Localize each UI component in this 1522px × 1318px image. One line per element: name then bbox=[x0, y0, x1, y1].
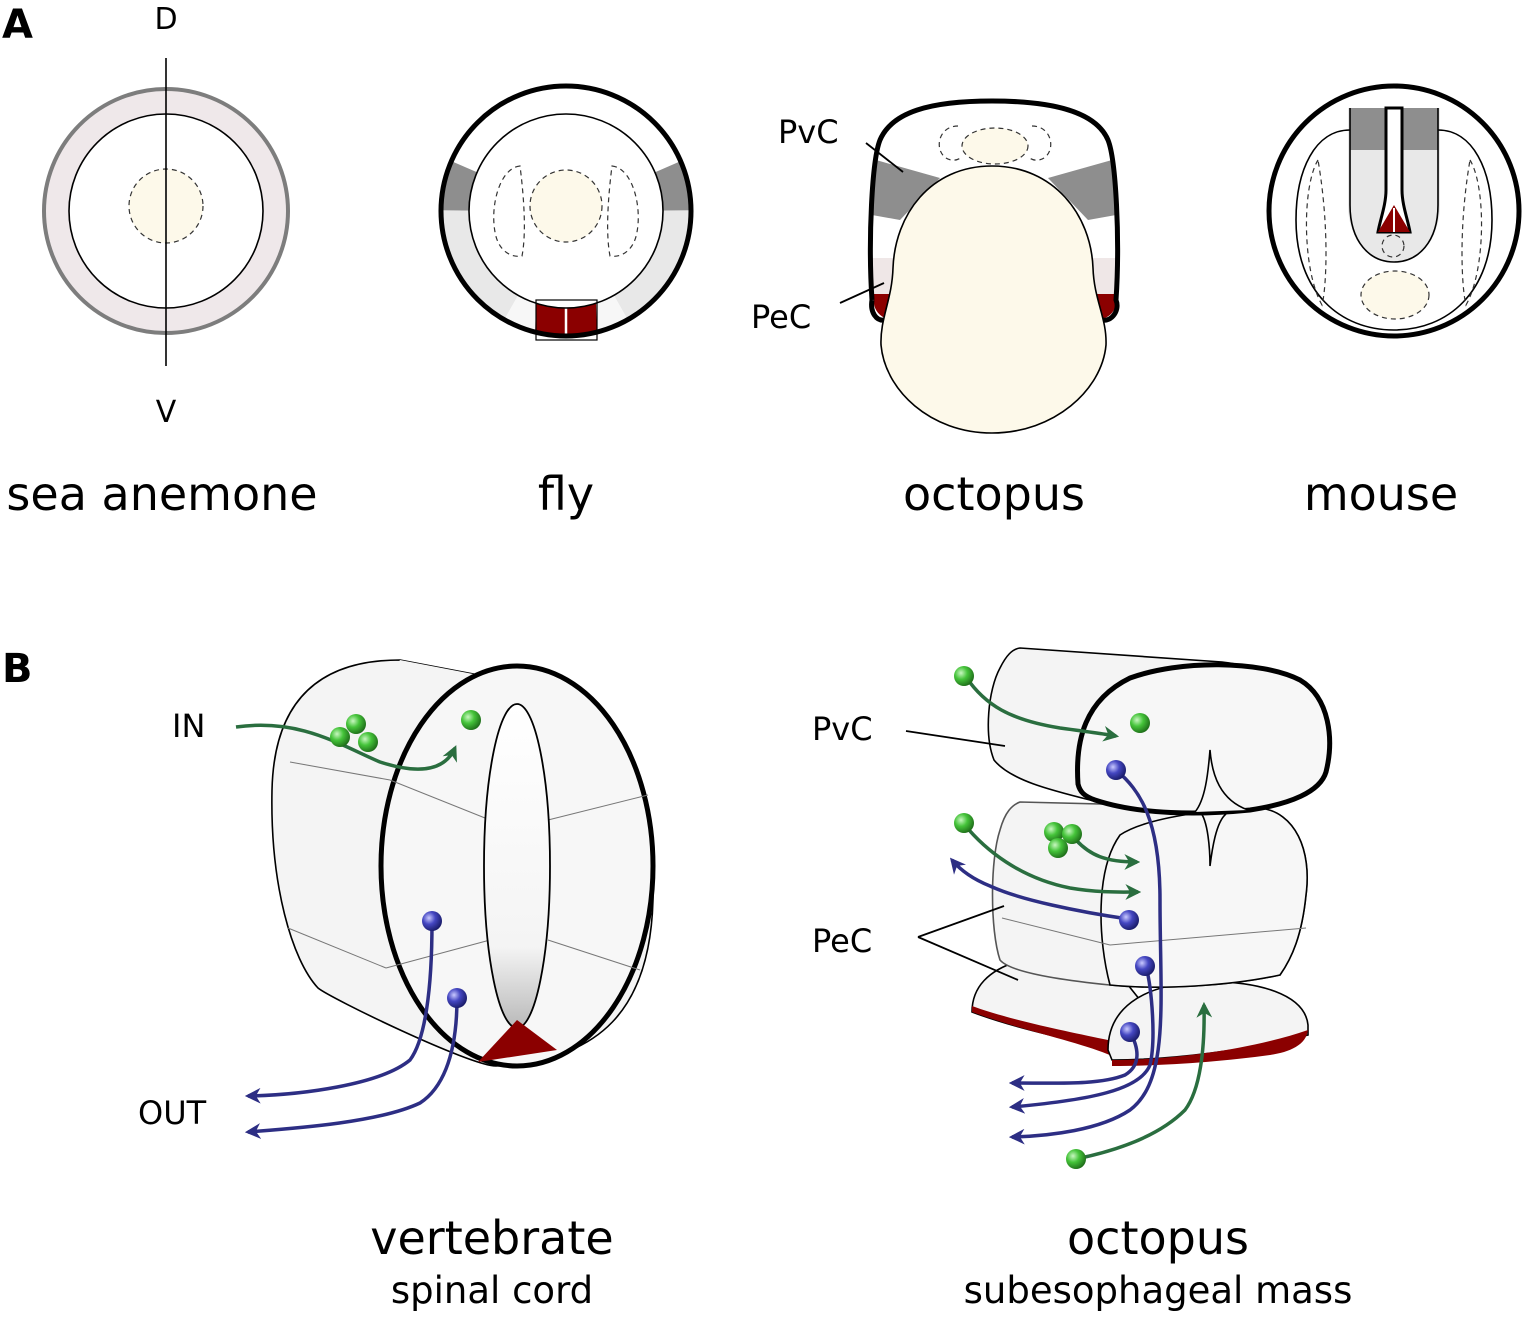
octopus-pvc-input-arrow bbox=[964, 676, 1120, 742]
octopus-subesophageal-diagram bbox=[971, 647, 1333, 1066]
octopus-pec-label: PeC bbox=[751, 298, 811, 336]
panel-a-letter: A bbox=[2, 2, 33, 48]
octopus-pvc-leader bbox=[865, 142, 904, 173]
input-label: IN bbox=[172, 707, 205, 745]
species-fly: fly bbox=[538, 467, 594, 521]
vertebrate-output-arrow-1 bbox=[244, 921, 434, 1104]
input-neuron-icon bbox=[954, 666, 974, 686]
octopus-pec-input-arrow-2 bbox=[1074, 838, 1141, 870]
subesophageal-pec-leader-2 bbox=[917, 936, 1019, 981]
vertebrate-input-arrow bbox=[235, 723, 457, 771]
sea-anemone-diagram bbox=[42, 58, 290, 366]
subesophageal-pec-leader-1 bbox=[917, 905, 1005, 938]
fly-right-dashed-lobe bbox=[607, 165, 639, 257]
mouse-inner-outline bbox=[1295, 129, 1493, 331]
pvc-upper-lobe-front bbox=[1075, 662, 1333, 816]
pec-lower-right-ventral bbox=[1112, 1030, 1308, 1066]
species-mouse: mouse bbox=[1304, 467, 1458, 521]
dorsal-label: D bbox=[154, 2, 177, 37]
fly-core bbox=[529, 169, 603, 243]
octopus-esophagus-mass bbox=[880, 165, 1107, 434]
output-neuron-icon bbox=[1119, 910, 1139, 930]
species-octopus: octopus bbox=[903, 467, 1085, 521]
vertebrate-caption: vertebrate bbox=[370, 1211, 613, 1265]
output-label: OUT bbox=[138, 1094, 207, 1132]
output-neuron-icon bbox=[422, 911, 442, 931]
input-neuron-icon bbox=[358, 732, 378, 752]
input-neuron-icon bbox=[1066, 1149, 1086, 1169]
mouse-right-dashed bbox=[1461, 158, 1483, 307]
octopus-pec-input-arrow-1 bbox=[962, 822, 1142, 900]
vertebrate-floor-plate bbox=[478, 1020, 557, 1062]
octopus-pec-output-arrow-2 bbox=[1008, 965, 1155, 1114]
fly-left-dashed-lobe bbox=[493, 165, 525, 257]
octopus-ventral-input-arrow bbox=[1075, 1001, 1213, 1161]
vertebrate-subcaption: spinal cord bbox=[391, 1269, 593, 1312]
mouse-left-dashed bbox=[1305, 158, 1327, 307]
panel-b-letter: B bbox=[2, 646, 33, 692]
octopus-pvc-output-arrow bbox=[1008, 768, 1163, 1145]
input-neuron-icon bbox=[1062, 824, 1082, 844]
subesophageal-pvc-leader bbox=[905, 730, 1006, 747]
octopus-caption: octopus bbox=[1067, 1211, 1249, 1265]
octopus-outline bbox=[867, 98, 1121, 323]
output-neuron-icon bbox=[447, 988, 467, 1008]
input-neuron-icon bbox=[1048, 838, 1068, 858]
subesophageal-pec-label: PeC bbox=[812, 922, 872, 960]
input-neuron-icon bbox=[954, 813, 974, 833]
octopus-right-dashed bbox=[1027, 125, 1052, 161]
ventral-label: V bbox=[156, 395, 177, 430]
octopus-right-pvc-band bbox=[1048, 160, 1116, 220]
octopus-pec-output-arrow-1 bbox=[949, 857, 1129, 921]
octopus-pec-leader bbox=[839, 282, 885, 304]
octopus-pvc-label: PvC bbox=[778, 113, 839, 151]
input-neuron-icon bbox=[330, 727, 350, 747]
pec-lower-left-ventral bbox=[972, 1006, 1112, 1056]
fly-diagram bbox=[438, 83, 694, 341]
output-neuron-icon bbox=[1135, 956, 1155, 976]
octopus-pec-output-arrow-3 bbox=[1008, 1031, 1139, 1091]
output-neuron-icon bbox=[1120, 1022, 1140, 1042]
input-neuron-icon bbox=[1044, 822, 1064, 842]
octopus-subcaption: subesophageal mass bbox=[964, 1269, 1353, 1312]
vertebrate-central-canal bbox=[483, 703, 551, 1029]
fly-outer-outline bbox=[438, 83, 694, 339]
mouse-tube-outline bbox=[1349, 108, 1439, 263]
vertebrate-spinal-cord-diagram bbox=[271, 659, 656, 1069]
input-neuron-icon bbox=[1130, 713, 1150, 733]
octopus-left-pvc-band bbox=[872, 160, 940, 220]
octopus-dorsal-core bbox=[961, 127, 1029, 165]
output-neuron-icon bbox=[1106, 760, 1126, 780]
input-neuron-icon bbox=[461, 710, 481, 730]
vertebrate-output-arrow-2 bbox=[244, 997, 459, 1139]
octopus-left-dashed bbox=[938, 125, 963, 161]
octopus-diagram bbox=[867, 98, 1121, 434]
pec-middle-front-face bbox=[1100, 807, 1308, 988]
mouse-diagram bbox=[1266, 83, 1522, 339]
subesophageal-pvc-label: PvC bbox=[812, 710, 873, 748]
mouse-outer-outline bbox=[1266, 83, 1522, 339]
mouse-core bbox=[1360, 270, 1430, 320]
mouse-small-dashed bbox=[1381, 234, 1405, 258]
input-neuron-icon bbox=[346, 714, 366, 734]
species-sea-anemone: sea anemone bbox=[6, 467, 317, 521]
